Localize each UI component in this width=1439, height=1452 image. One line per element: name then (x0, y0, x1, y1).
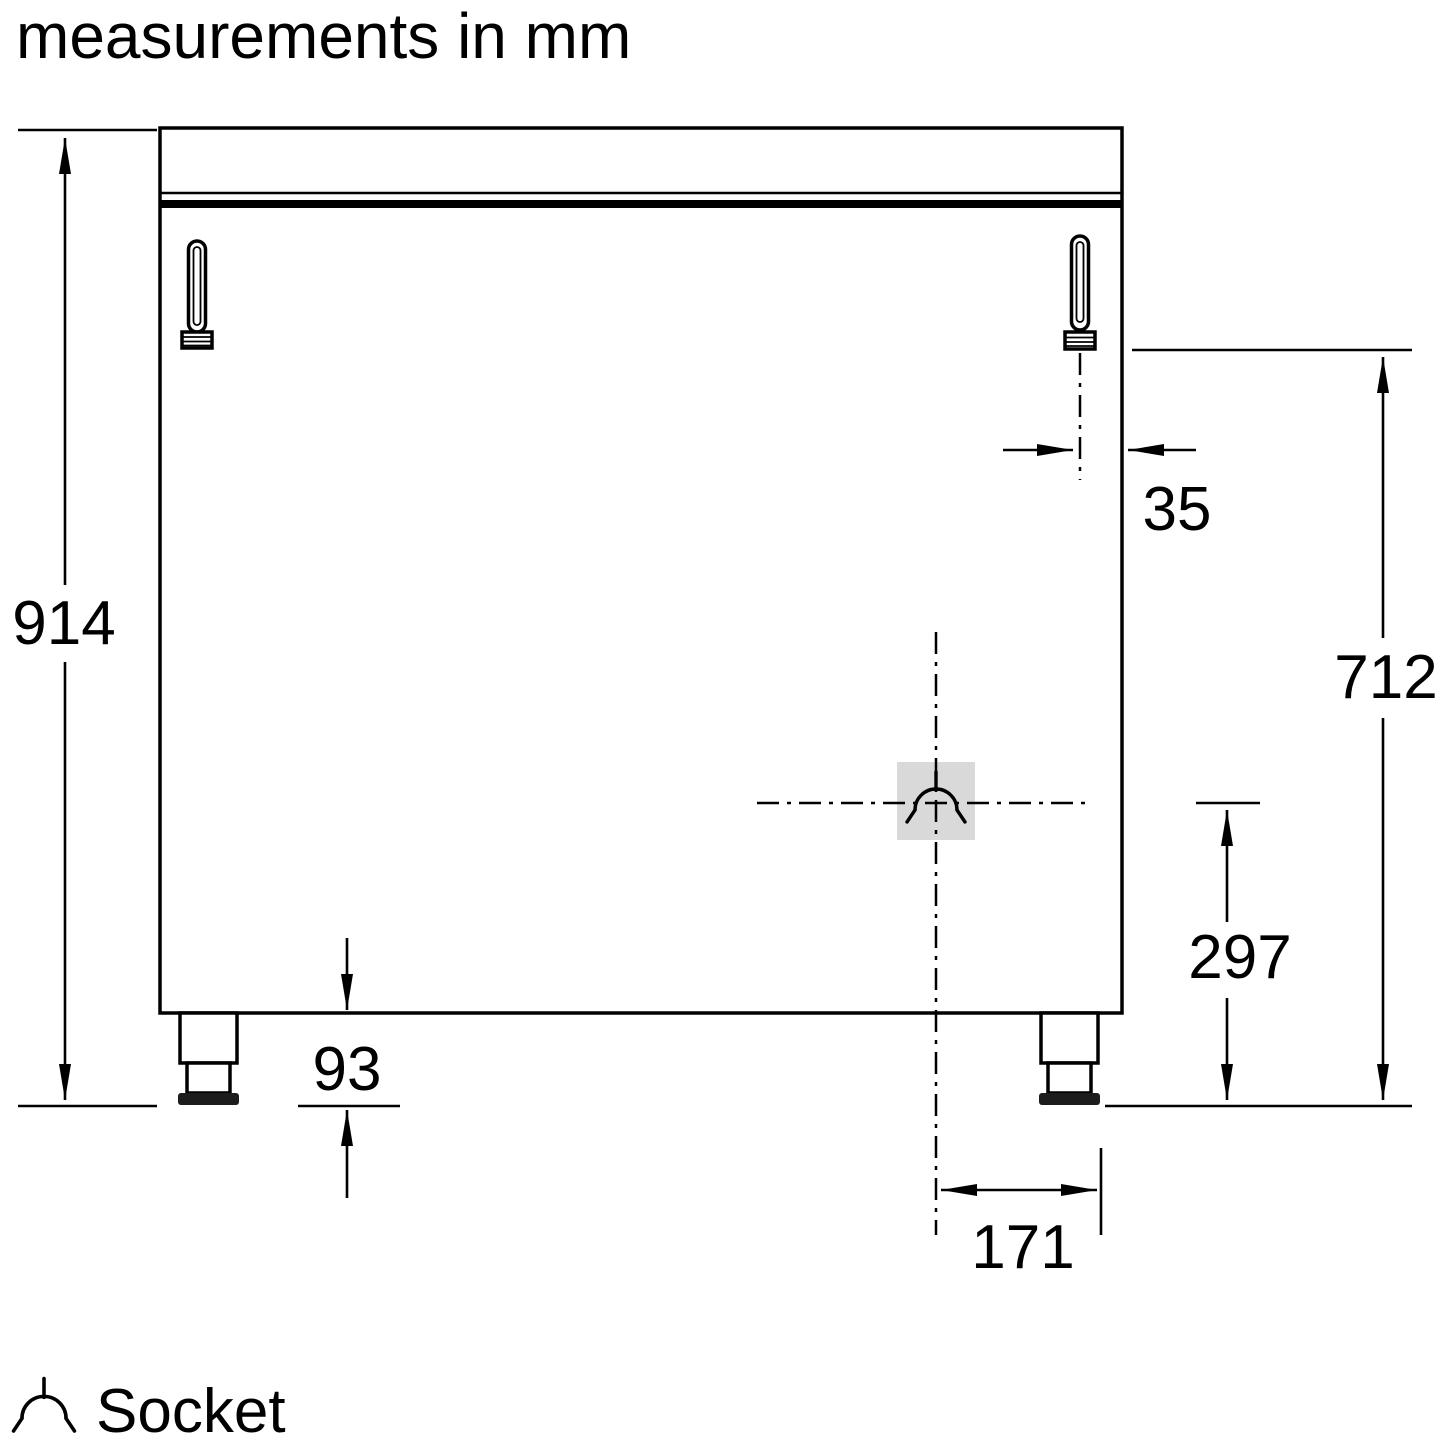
pipe-nut (180, 330, 214, 350)
legend: Socket (11, 1376, 286, 1446)
dimension-value-914: 914 (12, 589, 115, 658)
pipe-body (1069, 234, 1091, 332)
pipe-body (186, 239, 208, 334)
diagram-title: measurements in mm (16, 0, 631, 72)
foot-lower (1046, 1061, 1093, 1095)
dimension-value-712: 712 (1334, 643, 1437, 712)
appliance-rear-outline (158, 126, 1124, 1015)
pipe-inner-line (192, 246, 202, 326)
dimension-pipe-offset: 35 (1003, 444, 1212, 544)
pipe-nut (1063, 330, 1097, 351)
legend-socket-icon (11, 1376, 77, 1433)
foot-right (1039, 1011, 1100, 1105)
dimension-pipe-height: 712 (1105, 348, 1438, 1108)
foot-upper (1039, 1011, 1100, 1065)
foot-base (178, 1093, 239, 1105)
dimension-foot-height: 93 (298, 938, 400, 1198)
dimension-value-93: 93 (313, 1035, 382, 1104)
dimension-socket-offset: 171 (941, 1148, 1103, 1282)
pipe-inner-line (1075, 241, 1085, 323)
foot-lower (185, 1061, 232, 1095)
dimension-value-297: 297 (1188, 923, 1291, 992)
foot-upper (178, 1011, 239, 1065)
connector-pipe-right (1063, 234, 1097, 351)
dimension-value-171: 171 (971, 1213, 1074, 1282)
dimension-value-35: 35 (1143, 475, 1212, 544)
foot-base (1039, 1093, 1100, 1105)
dimension-socket-height: 297 (1188, 801, 1292, 1100)
connector-pipe-left (180, 239, 214, 350)
legend-label: Socket (96, 1377, 286, 1446)
dimension-overall-height: 914 (12, 128, 157, 1108)
foot-left (178, 1011, 239, 1105)
